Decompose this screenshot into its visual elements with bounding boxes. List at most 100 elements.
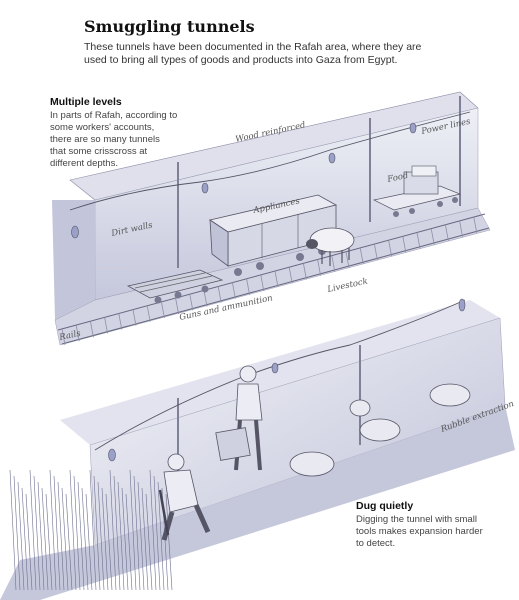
hatch-stroke	[145, 493, 153, 591]
food-cart	[372, 165, 462, 217]
page-title: Smuggling tunnels	[84, 17, 255, 36]
hatch-stroke	[13, 475, 21, 591]
hatch-stroke	[149, 469, 157, 591]
rail-tie	[473, 216, 478, 234]
hatch-stroke	[121, 487, 129, 591]
hatch-stroke	[109, 469, 117, 591]
hatch-stroke	[125, 493, 133, 591]
page-subtitle: These tunnels have been documented in th…	[84, 41, 422, 66]
light-bulb-icon	[71, 225, 79, 239]
rail-tie	[317, 259, 321, 276]
rail-tie	[161, 301, 165, 319]
guns-cart	[126, 269, 224, 304]
section-text-multiple-levels: In parts of Rafah, according to some wor…	[50, 110, 178, 169]
cart-icon	[393, 197, 458, 217]
rail-tie	[132, 309, 137, 326]
upper-left-wall	[52, 200, 95, 320]
rail-tie	[288, 267, 293, 284]
rail-tie	[331, 255, 336, 272]
rail-tie	[232, 282, 236, 299]
hatch-stroke	[9, 469, 17, 591]
rail-ties	[61, 216, 478, 346]
rail-tie	[459, 220, 463, 237]
label-food: Food	[386, 171, 410, 185]
hatch-stroke	[65, 493, 73, 591]
hatch-stroke	[141, 487, 149, 591]
light-bulb-icon	[458, 298, 466, 312]
hatch-stroke	[105, 493, 113, 591]
hatch-stroke	[117, 481, 125, 591]
rail-tie	[175, 298, 179, 315]
hatch-stroke	[101, 487, 109, 591]
light-bulb-icon	[108, 448, 116, 462]
rail-tie	[445, 224, 449, 241]
hatch-stroke	[21, 487, 29, 591]
rail-tie	[75, 325, 80, 342]
bucket-icon	[215, 427, 251, 461]
rail-tie	[416, 232, 421, 249]
rail-tie	[118, 313, 123, 330]
hatch-stroke	[113, 475, 121, 591]
rails	[57, 213, 490, 345]
rail-tie	[359, 247, 364, 265]
rail-tie	[90, 321, 94, 338]
section-text-dug-quietly: Digging the tunnel with small tools make…	[356, 514, 483, 549]
rail-tie	[246, 278, 250, 295]
hatch-stroke	[69, 469, 77, 591]
worker-standing	[215, 365, 263, 471]
light-bulb-icon	[328, 152, 336, 164]
hatch-stroke	[37, 481, 45, 591]
cart-icon	[154, 285, 209, 304]
hatch-stroke	[157, 481, 165, 591]
hatch-stroke	[25, 493, 33, 591]
hatch-stroke	[17, 481, 25, 591]
lower-tunnel: Rubble extraction	[0, 298, 515, 600]
hatch-stroke	[41, 487, 49, 591]
label-rails: Rails	[58, 329, 83, 344]
hatch-stroke	[73, 475, 81, 591]
rail-tie	[402, 236, 407, 253]
rail-tie	[146, 305, 151, 322]
hatch-stroke	[53, 475, 61, 591]
rail-tie	[303, 263, 307, 280]
hatch-stroke	[165, 493, 173, 591]
rail-tie	[61, 328, 66, 346]
rail-tie	[388, 240, 392, 257]
hatch-stroke	[57, 481, 65, 591]
hatch-stroke	[49, 469, 57, 591]
lower-power-line	[94, 299, 466, 451]
upper-power-line	[69, 111, 471, 211]
hatch-stroke	[29, 469, 37, 591]
hatch-stroke	[133, 475, 141, 591]
hatch-stroke	[81, 487, 89, 591]
bucket-icon	[349, 399, 371, 417]
rail-tie	[217, 286, 222, 303]
hatch-stroke	[89, 469, 97, 591]
hatch-stroke	[137, 481, 145, 591]
hatch-stroke	[33, 475, 41, 591]
hatch-stroke	[85, 493, 93, 591]
hatch-stroke	[77, 481, 85, 591]
bucket-icon	[429, 383, 471, 407]
bucket-icon	[289, 451, 335, 477]
rail-tie	[374, 244, 378, 261]
light-bulb-icon	[201, 182, 209, 194]
hatch-stroke	[61, 487, 69, 591]
section-heading-multiple-levels: Multiple levels	[50, 96, 122, 108]
hatch-stroke	[97, 481, 105, 591]
worker-kneeling	[158, 453, 211, 541]
rail-tie	[274, 271, 279, 288]
digging-tool	[158, 489, 170, 536]
hatch-stroke	[93, 475, 101, 591]
label-livestock: Livestock	[326, 277, 369, 296]
lower-floor	[0, 405, 515, 600]
rail-tie	[189, 294, 194, 311]
hatch-stroke	[153, 475, 161, 591]
light-bulb-icon	[271, 362, 279, 374]
upper-tunnel: Wood reinforced Power lines Food Applian…	[52, 91, 491, 346]
hatch-stroke	[45, 493, 53, 591]
dirt-hatching	[9, 469, 173, 591]
rail-tie	[430, 228, 435, 245]
